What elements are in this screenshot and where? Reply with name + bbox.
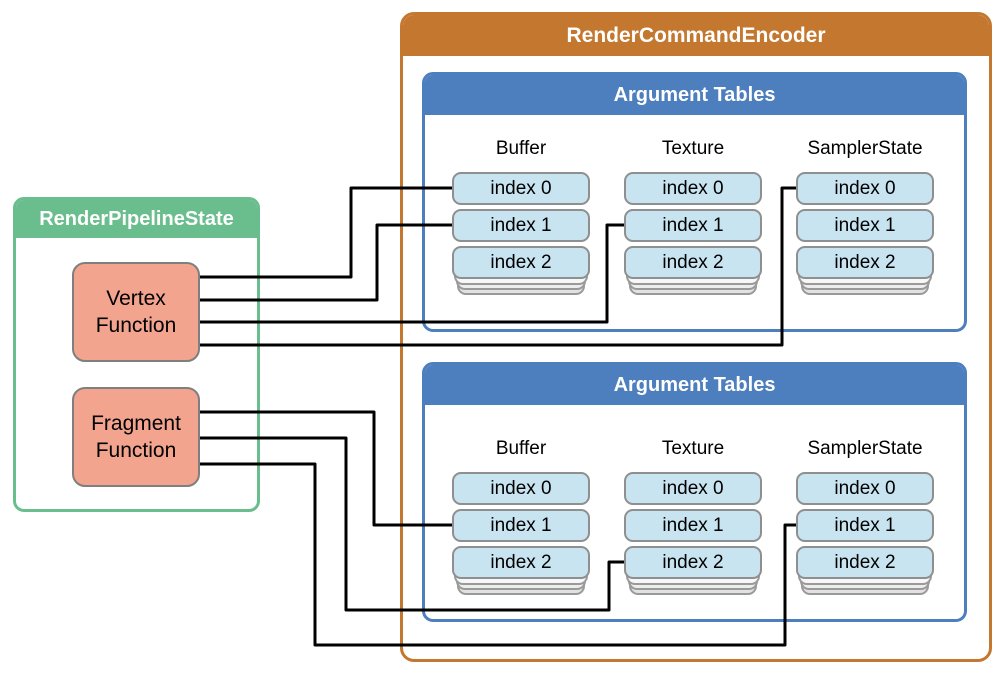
table1-texture-column: index 0 index 1 index 2	[624, 472, 762, 595]
table0-buffer-slot-1: index 1	[452, 209, 590, 242]
table1-texture-header: Texture	[661, 438, 725, 459]
table1-samplerstate-header: SamplerState	[807, 438, 923, 459]
table0-texture-column: index 0 index 1 index 2	[624, 172, 762, 295]
table1-samplerstate-column: index 0 index 1 index 2	[796, 472, 934, 595]
table1-texture-slot-1: index 1	[624, 509, 762, 542]
table0-texture-slot-1: index 1	[624, 209, 762, 242]
argument-tables-bottom-title: Argument Tables	[613, 373, 776, 396]
fragment-function-label-line2: Function	[95, 439, 177, 462]
table1-buffer-slot-1: index 1	[452, 509, 590, 542]
table1-texture-slot-2: index 2	[624, 546, 762, 579]
table0-samplerstate-header: SamplerState	[807, 138, 923, 159]
table0-texture-slot-0: index 0	[624, 172, 762, 205]
table0-samplerstate-slot-1: index 1	[796, 209, 934, 242]
render-command-encoder-header: RenderCommandEncoder	[403, 15, 989, 56]
table1-buffer-slot-2: index 2	[452, 546, 590, 579]
argument-tables-top-title: Argument Tables	[613, 83, 776, 106]
table0-buffer-slot-2: index 2	[452, 246, 590, 279]
table0-samplerstate-column: index 0 index 1 index 2	[796, 172, 934, 295]
vertex-function-label-line1: Vertex	[106, 287, 166, 310]
table0-samplerstate-slot-2: index 2	[796, 246, 934, 279]
table0-texture-header: Texture	[661, 138, 725, 159]
table1-buffer-column: index 0 index 1 index 2	[452, 472, 590, 595]
table1-samplerstate-slot-1: index 1	[796, 509, 934, 542]
vertex-function-label-line2: Function	[95, 314, 177, 337]
table0-buffer-column: index 0 index 1 index 2	[452, 172, 590, 295]
render-pipeline-state-header: RenderPipelineState	[16, 200, 257, 238]
table0-buffer-slot-0: index 0	[452, 172, 590, 205]
table0-texture-slot-2: index 2	[624, 246, 762, 279]
render-command-encoder-title: RenderCommandEncoder	[566, 23, 826, 47]
table1-buffer-slot-0: index 0	[452, 472, 590, 505]
argument-tables-top-header: Argument Tables	[425, 75, 964, 115]
table1-buffer-header: Buffer	[495, 438, 547, 459]
table1-texture-slot-0: index 0	[624, 472, 762, 505]
argument-tables-bottom-header: Argument Tables	[425, 365, 964, 405]
table0-buffer-header: Buffer	[495, 138, 547, 159]
fragment-function-box: Fragment Function	[72, 387, 200, 487]
table1-samplerstate-slot-0: index 0	[796, 472, 934, 505]
render-pipeline-state-title: RenderPipelineState	[39, 207, 234, 230]
table1-samplerstate-slot-2: index 2	[796, 546, 934, 579]
fragment-function-label-line1: Fragment	[91, 412, 181, 435]
vertex-function-box: Vertex Function	[72, 262, 200, 362]
table0-samplerstate-slot-0: index 0	[796, 172, 934, 205]
